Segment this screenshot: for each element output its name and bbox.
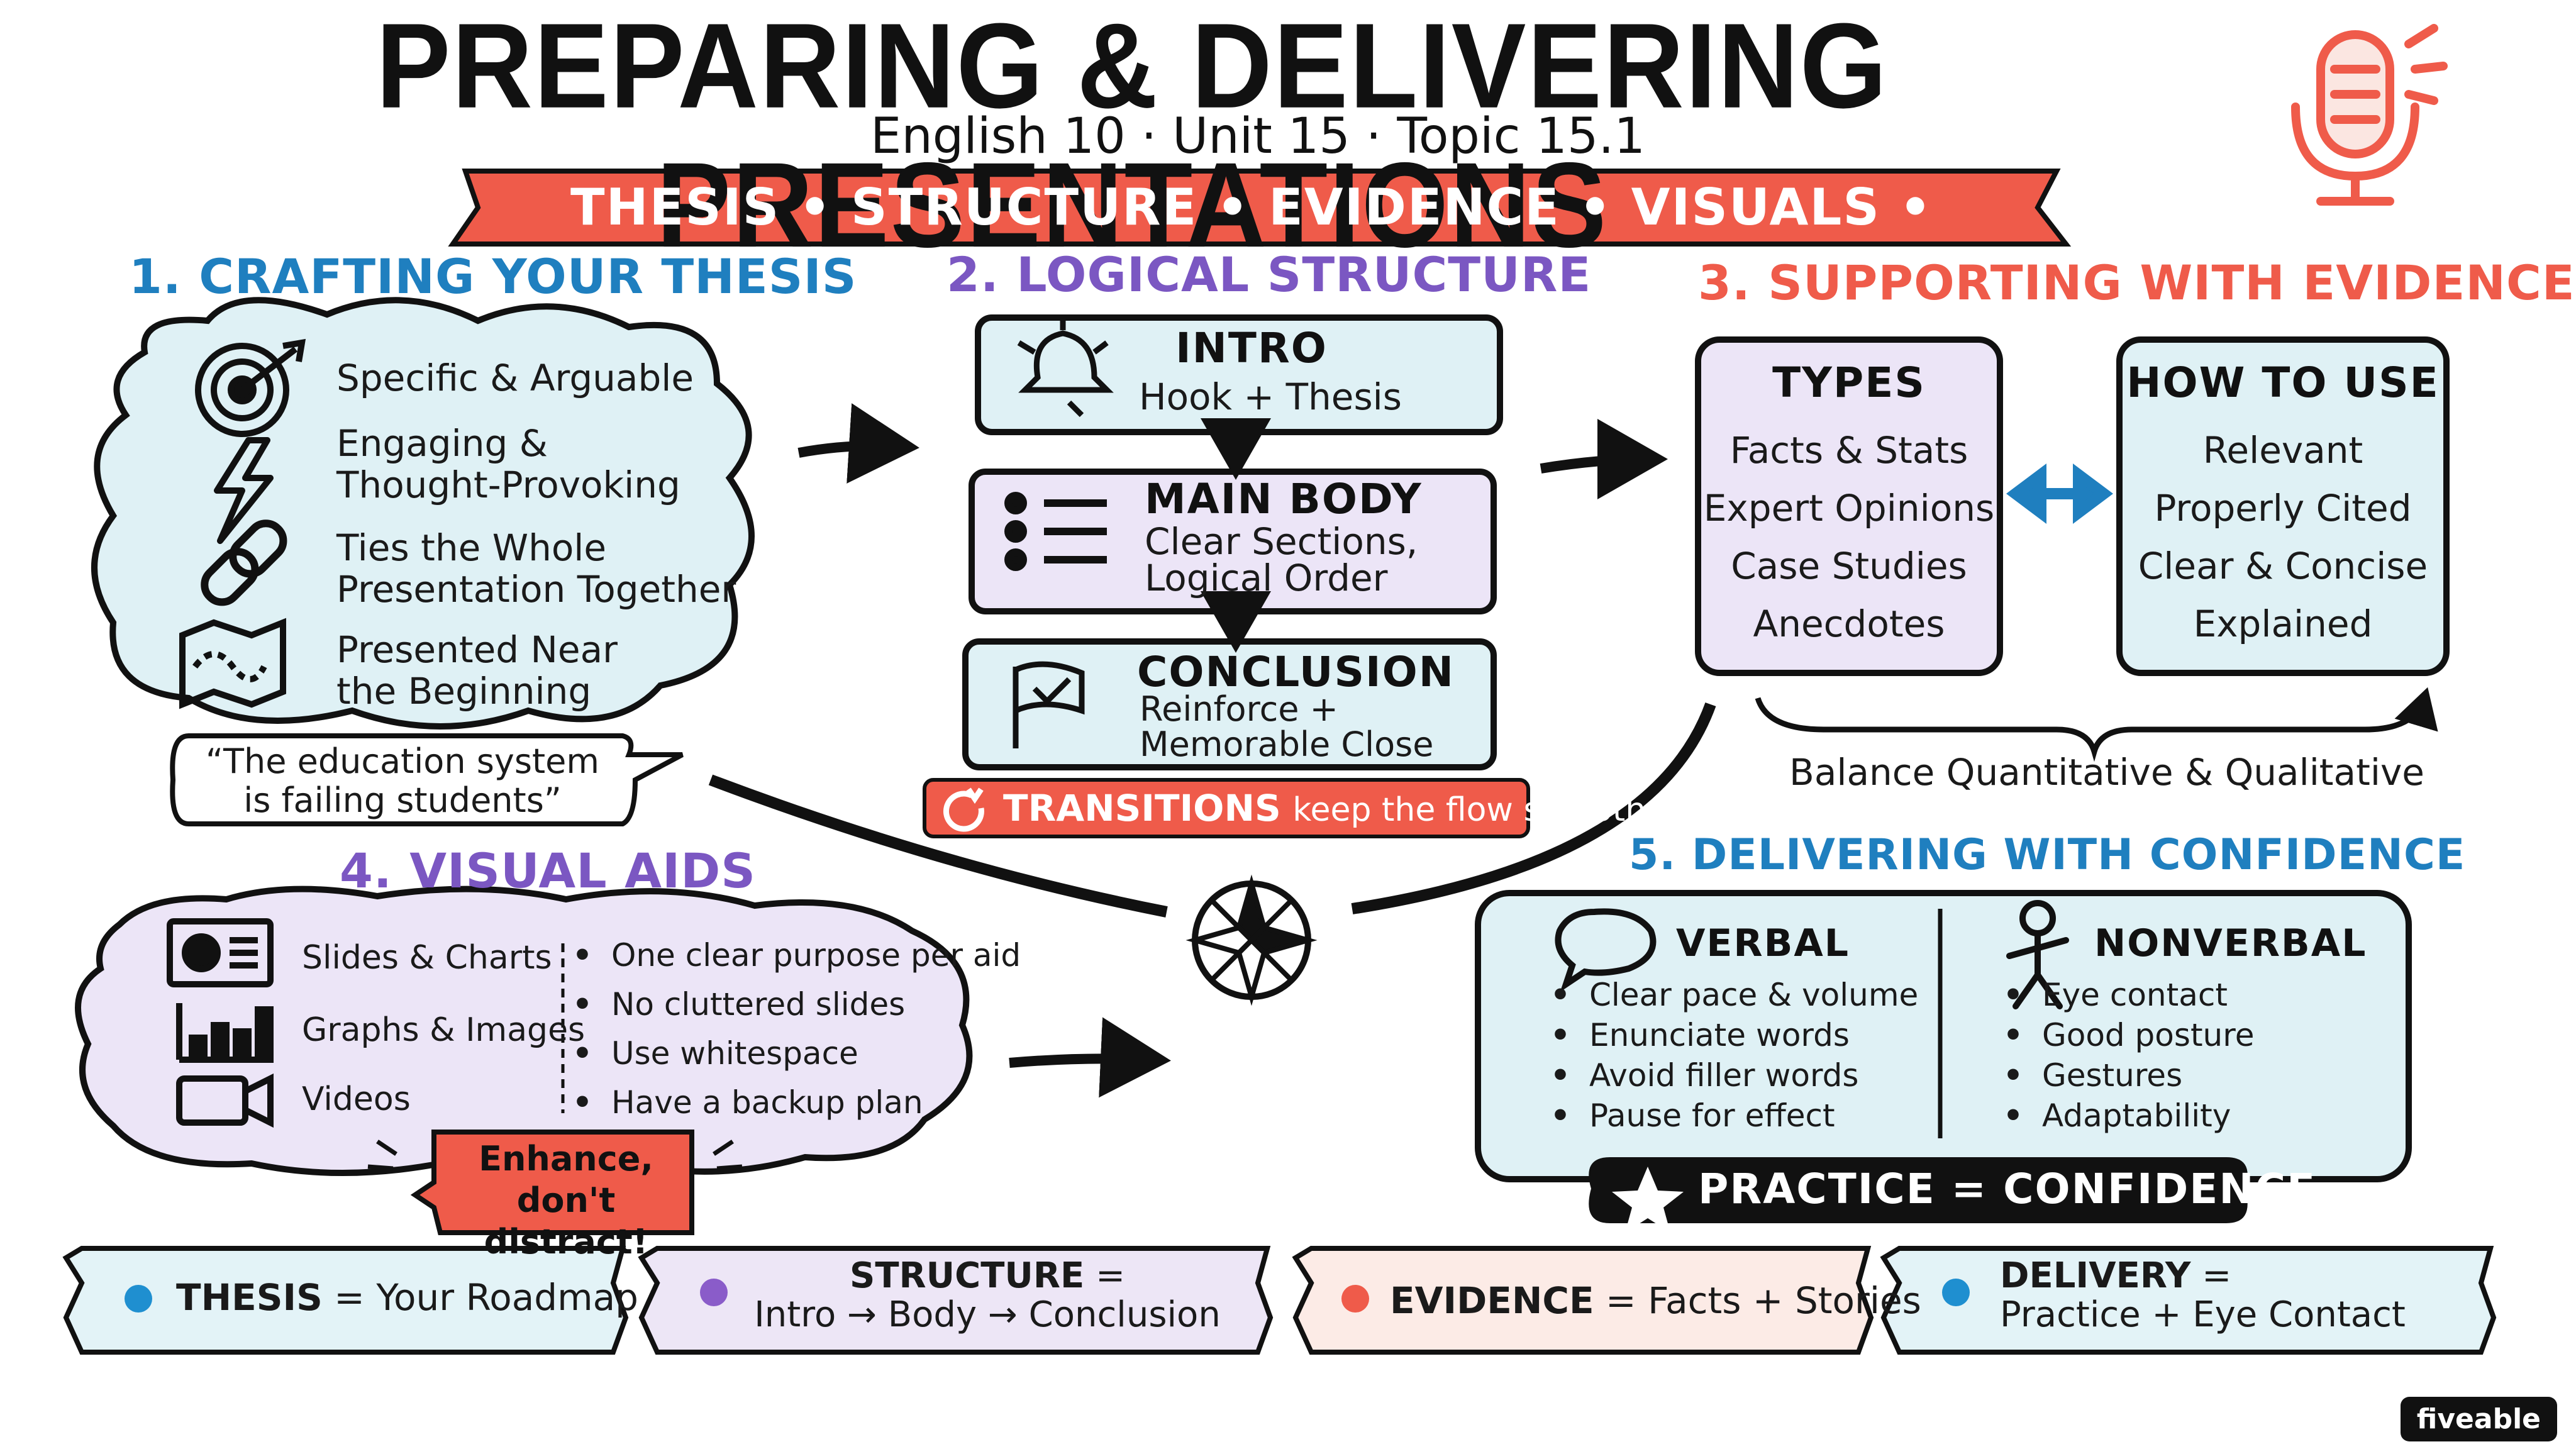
body-text: Clear Sections,Logical Order (1145, 520, 1418, 599)
slides-icon (167, 918, 274, 987)
list-icon (1004, 492, 1107, 571)
visual-type: Videos (302, 1080, 411, 1118)
intro-heading: INTRO (1175, 324, 1328, 372)
practice-text: PRACTICE = CONFIDENCE (1698, 1165, 2317, 1213)
microphone-icon (2291, 24, 2448, 206)
speech-bubble-icon (1555, 908, 1657, 992)
transitions-bar (923, 778, 1530, 838)
map-icon (179, 618, 286, 709)
visual-tips: One clear purpose per aidNo cluttered sl… (572, 931, 1021, 1127)
types-box (1695, 336, 2003, 676)
star-icon (1612, 1167, 1684, 1233)
summary-structure: STRUCTURE = Intro → Body → Conclusion (754, 1255, 1221, 1335)
body-heading: MAIN BODY (1145, 475, 1423, 523)
summary-delivery: DELIVERY = Practice + Eye Contact (2000, 1255, 2406, 1335)
summary-dot (1341, 1285, 1369, 1313)
conclusion-heading: CONCLUSION (1137, 648, 1455, 696)
summary-banner-structure (638, 1246, 1274, 1355)
compass-icon (1185, 874, 1318, 1006)
summary-evidence: EVIDENCE = Facts + Stories (1390, 1279, 1921, 1322)
bell-icon (1017, 318, 1114, 418)
double-arrow-icon (2006, 464, 2113, 524)
balance-label: Balance Quantitative & Qualitative (1789, 751, 2424, 794)
flag-icon (1013, 661, 1085, 748)
enhance-callout-text: Enhance,don't distract! (479, 1139, 653, 1262)
summary-banner-thesis (62, 1246, 629, 1355)
summary-dot (700, 1279, 728, 1306)
conclusion-text: Reinforce +Memorable Close (1140, 689, 1434, 764)
balance-brace (1755, 687, 2438, 762)
verbal-heading: VERBAL (1676, 921, 1850, 965)
page-subtitle: English 10 · Unit 15 · Topic 15.1 (870, 108, 1645, 165)
banner-text: THESIS • STRUCTURE • EVIDENCE • VISUALS … (570, 178, 1933, 312)
howto-box (2116, 336, 2450, 676)
summary-dot (125, 1285, 152, 1313)
visual-type: Graphs & Images (302, 1011, 586, 1049)
visual-type: Slides & Charts (302, 939, 552, 977)
lightning-icon (214, 437, 274, 544)
summary-banner-delivery (1880, 1246, 2497, 1355)
summary-banner-evidence (1292, 1246, 1874, 1355)
refresh-icon (943, 787, 984, 832)
thesis-item: Engaging &Thought-Provoking (336, 422, 680, 506)
quote-bubble (170, 733, 684, 826)
page-title: PREPARING & DELIVERING PRESENTATIONS (375, 0, 1889, 273)
transitions-label: TRANSITIONS keep the flow smooth (1003, 787, 1646, 830)
howto-heading: HOW TO USE (2126, 358, 2440, 407)
video-camera-icon (176, 1073, 274, 1128)
structure-title: 2. LOGICAL STRUCTURE (947, 247, 1592, 303)
target-icon (195, 338, 306, 437)
intro-text: Hook + Thesis (1138, 375, 1402, 418)
types-heading: TYPES (1772, 358, 1926, 407)
visuals-title: 4. VISUAL AIDS (340, 843, 757, 899)
summary-thesis: THESIS = Your Roadmap (176, 1276, 638, 1319)
practice-banner (1589, 1157, 2248, 1223)
summary-dot (1942, 1279, 1970, 1306)
thesis-cloud (91, 297, 755, 730)
evidence-title: 3. SUPPORTING WITH EVIDENCE (1698, 255, 2575, 311)
thesis-item: Specific & Arguable (336, 357, 694, 399)
verbal-list: Clear pace & volumeEnunciate words Avoid… (1550, 975, 1918, 1136)
chain-link-icon (201, 519, 287, 606)
thesis-title: 1. CRAFTING YOUR THESIS (129, 248, 857, 304)
nonverbal-heading: NONVERBAL (2094, 921, 2367, 965)
nonverbal-list: Eye contactGood posture GesturesAdaptabi… (2003, 975, 2254, 1136)
enhance-callout (410, 1130, 694, 1235)
fiveable-logo[interactable]: fiveable (2400, 1397, 2557, 1441)
delivery-title: 5. DELIVERING WITH CONFIDENCE (1629, 830, 2466, 880)
bar-chart-icon (176, 1003, 274, 1063)
banner-ribbon (448, 169, 2072, 247)
